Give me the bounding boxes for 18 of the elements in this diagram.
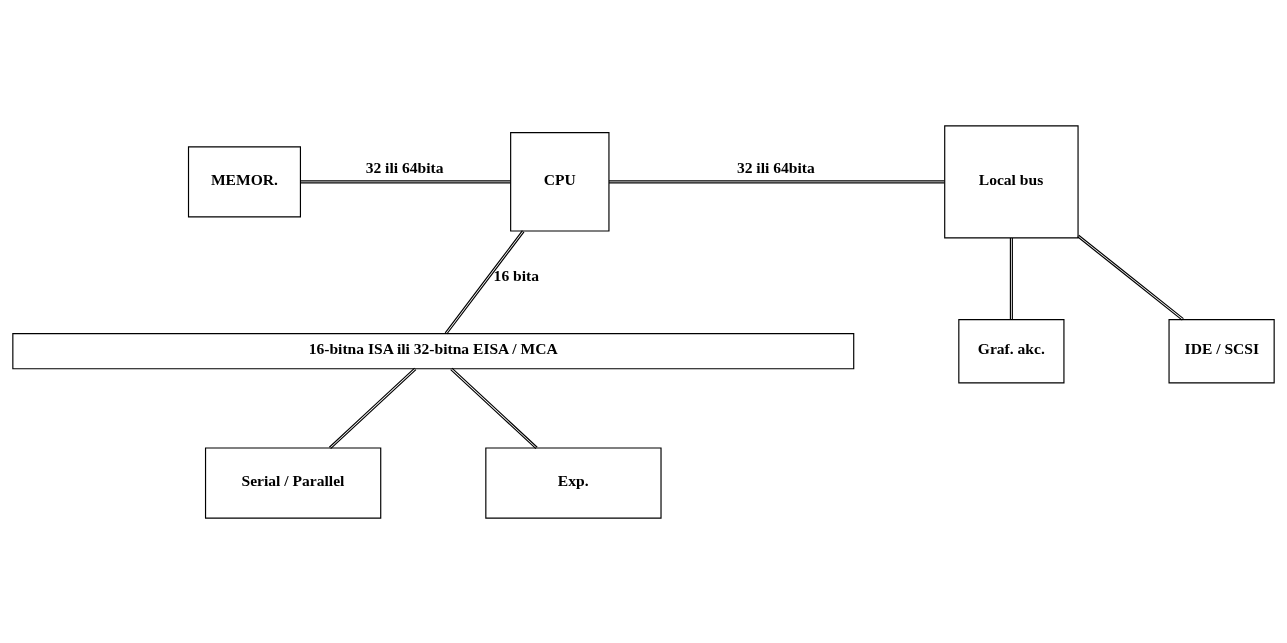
node-box: Local bus <box>944 124 1079 238</box>
connector <box>299 179 512 183</box>
node-box: Exp. <box>485 446 662 519</box>
edge-label: 32 ili 64bita <box>736 158 815 176</box>
node-box: 16-bitna ISA ili 32-bitna EISA / MCA <box>12 332 855 369</box>
connector <box>1077 234 1185 321</box>
node-box: IDE / SCSI <box>1168 318 1275 383</box>
edge-label: 16 bita <box>493 266 540 284</box>
edge-label: 32 ili 64bita <box>365 158 444 176</box>
connector <box>608 179 945 183</box>
connector <box>444 229 525 335</box>
node-box: Graf. akc. <box>958 318 1065 383</box>
node-box: CPU <box>510 131 610 232</box>
connector <box>328 367 417 449</box>
connector <box>1009 237 1013 320</box>
node-box: MEMOR. <box>187 145 301 217</box>
connector <box>450 367 538 449</box>
node-box: Serial / Parallel <box>204 446 382 519</box>
